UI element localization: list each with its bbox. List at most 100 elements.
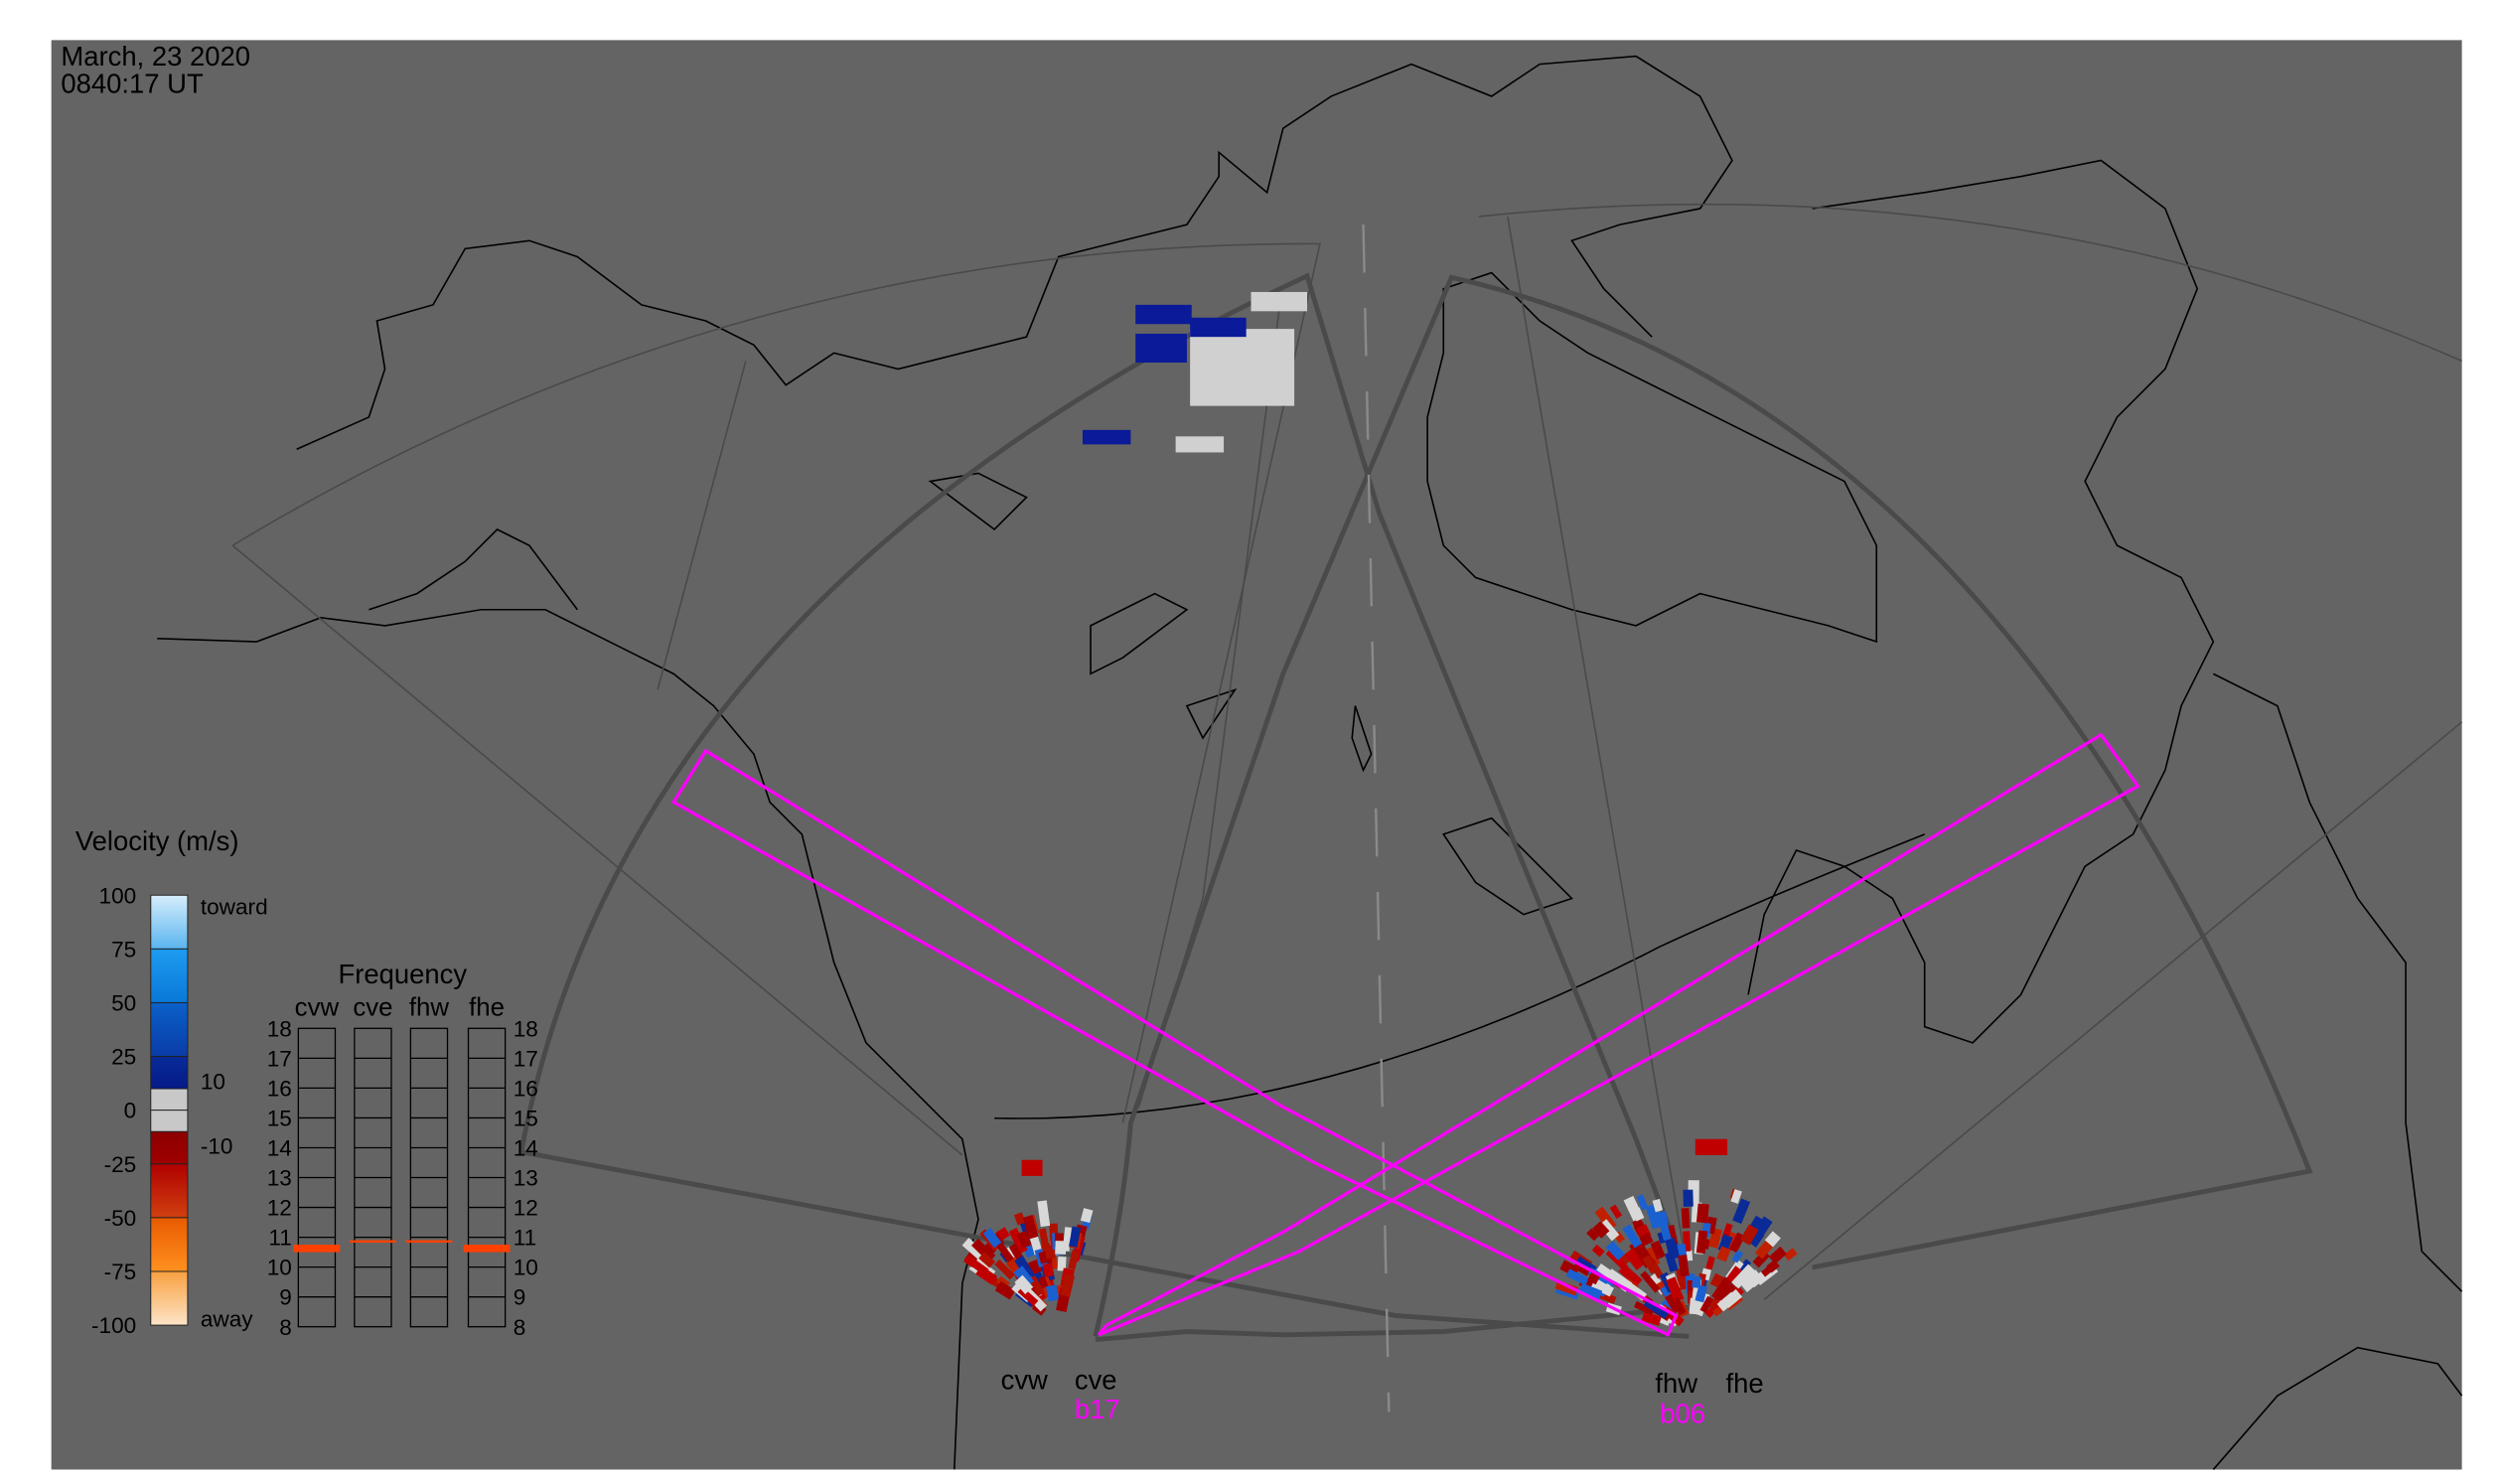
frequency-column-label: cvw bbox=[295, 993, 340, 1021]
velocity-cells bbox=[961, 291, 1798, 1327]
velocity-cell bbox=[1683, 1189, 1693, 1207]
velocity-cell bbox=[1590, 1278, 1614, 1297]
velocity-cell bbox=[1652, 1198, 1664, 1213]
frequency-tick-right: 15 bbox=[514, 1106, 538, 1130]
toward-label: toward bbox=[201, 895, 268, 920]
velocity-cell bbox=[1042, 1262, 1055, 1277]
velocity-cell bbox=[1705, 1256, 1715, 1270]
velocity-cell bbox=[1717, 1282, 1737, 1303]
away-label: away bbox=[201, 1307, 253, 1332]
velocity-cell bbox=[1055, 1241, 1067, 1255]
velocity-cell bbox=[1695, 1203, 1709, 1224]
frequency-tick-left: 10 bbox=[267, 1256, 292, 1280]
colorbar-tick-label: 0 bbox=[124, 1099, 137, 1123]
colorbar-segment bbox=[150, 894, 189, 950]
velocity-cell bbox=[1695, 1230, 1708, 1255]
frequency-tick-left: 13 bbox=[267, 1166, 292, 1191]
velocity-cell bbox=[1665, 1237, 1680, 1259]
midline-dashed bbox=[1362, 224, 1391, 1412]
frequency-tick-right: 18 bbox=[514, 1016, 538, 1041]
frequency-tick-right: 9 bbox=[514, 1285, 526, 1310]
velocity-cell bbox=[1251, 291, 1308, 312]
colorbar-segment bbox=[150, 1110, 189, 1132]
frequency-band-cvw bbox=[293, 1245, 341, 1253]
colorbar-segment bbox=[150, 1130, 189, 1165]
site-label-fhw: fhw bbox=[1655, 1368, 1697, 1399]
velocity-cell bbox=[1190, 329, 1295, 406]
frequency-column-label: fhe bbox=[469, 993, 505, 1021]
velocity-cell bbox=[1725, 1265, 1742, 1284]
velocity-cell bbox=[1037, 1200, 1051, 1228]
velocity-cell bbox=[978, 1252, 996, 1268]
frequency-tick-left: 15 bbox=[267, 1106, 292, 1130]
velocity-cell bbox=[1013, 1212, 1026, 1226]
velocity-cell bbox=[1639, 1232, 1654, 1247]
velocity-cell bbox=[1764, 1231, 1781, 1248]
velocity-cell bbox=[1678, 1255, 1690, 1277]
velocity-cell bbox=[1594, 1206, 1617, 1232]
velocity-cell bbox=[1732, 1198, 1751, 1225]
beam-label-b17: b17 bbox=[1075, 1394, 1120, 1424]
colorbar-segment bbox=[150, 1163, 189, 1219]
velocity-cell bbox=[1080, 1208, 1094, 1224]
frequency-band-fhw bbox=[405, 1240, 453, 1244]
velocity-cell bbox=[1681, 1208, 1691, 1229]
beam-label-b06: b06 bbox=[1660, 1399, 1705, 1429]
velocity-cell bbox=[982, 1228, 1002, 1249]
gs-upper-label: 10 bbox=[201, 1070, 225, 1095]
frequency-tick-left: 18 bbox=[267, 1016, 292, 1041]
time-label: 0840:17 UT bbox=[61, 69, 204, 99]
frequency-tick-right: 16 bbox=[514, 1076, 538, 1101]
frequency-tick-left: 14 bbox=[267, 1136, 292, 1161]
velocity-cell bbox=[996, 1243, 1014, 1262]
beam-b17 bbox=[670, 748, 1679, 1337]
velocity-cell bbox=[1728, 1232, 1746, 1254]
beam-b06 bbox=[1097, 732, 2140, 1337]
velocity-cell bbox=[1783, 1248, 1798, 1261]
site-label-fhe: fhe bbox=[1725, 1368, 1763, 1399]
gs-lower-label: -10 bbox=[201, 1133, 233, 1158]
frequency-band-fhe bbox=[463, 1245, 511, 1253]
velocity-cell bbox=[1768, 1246, 1787, 1264]
velocity-cell bbox=[1598, 1219, 1620, 1242]
velocity-cell bbox=[1135, 304, 1192, 325]
velocity-cell bbox=[1694, 1138, 1728, 1155]
frequency-tick-right: 11 bbox=[514, 1226, 536, 1251]
colorbar-tick-label: -50 bbox=[104, 1206, 137, 1231]
frequency-tick-left: 11 bbox=[268, 1226, 291, 1251]
frequency-tick-right: 17 bbox=[514, 1046, 538, 1071]
velocity-cell bbox=[1609, 1204, 1623, 1220]
velocity-cell bbox=[1633, 1300, 1655, 1316]
velocity-cell bbox=[1591, 1244, 1605, 1258]
velocity-cell bbox=[1057, 1256, 1067, 1271]
velocity-cell bbox=[1038, 1251, 1048, 1264]
colorbar-segment bbox=[150, 1217, 189, 1272]
velocity-cell bbox=[1060, 1273, 1076, 1297]
velocity-cell bbox=[1650, 1240, 1666, 1261]
velocity-cell bbox=[1623, 1195, 1644, 1222]
velocity-cell bbox=[1622, 1224, 1642, 1249]
velocity-cell bbox=[1014, 1255, 1035, 1280]
velocity-cell bbox=[1666, 1276, 1685, 1303]
frequency-tick-left: 9 bbox=[279, 1285, 292, 1310]
date-label: March, 23 2020 bbox=[61, 41, 250, 72]
frequency-tick-right: 8 bbox=[514, 1315, 526, 1340]
velocity-cell bbox=[1644, 1247, 1661, 1267]
colorbar-tick-label: -75 bbox=[104, 1260, 137, 1284]
site-label-cve: cve bbox=[1075, 1365, 1117, 1396]
site-label-cvw: cvw bbox=[1001, 1365, 1048, 1396]
beam-outlines bbox=[670, 732, 2140, 1337]
velocity-cell bbox=[1665, 1251, 1679, 1272]
frequency-tick-right: 10 bbox=[514, 1256, 538, 1280]
velocity-cell bbox=[1672, 1297, 1687, 1316]
colorbar-segment bbox=[150, 948, 189, 1003]
velocity-cell bbox=[994, 1280, 1016, 1300]
velocity-cell bbox=[1190, 317, 1247, 338]
velocity-cell bbox=[1068, 1250, 1080, 1270]
velocity-cell bbox=[1596, 1263, 1617, 1281]
velocity-cell bbox=[1039, 1228, 1050, 1254]
velocity-cell bbox=[1636, 1194, 1649, 1211]
velocity-cell bbox=[1640, 1270, 1661, 1293]
colorbar-segment bbox=[150, 1088, 189, 1112]
